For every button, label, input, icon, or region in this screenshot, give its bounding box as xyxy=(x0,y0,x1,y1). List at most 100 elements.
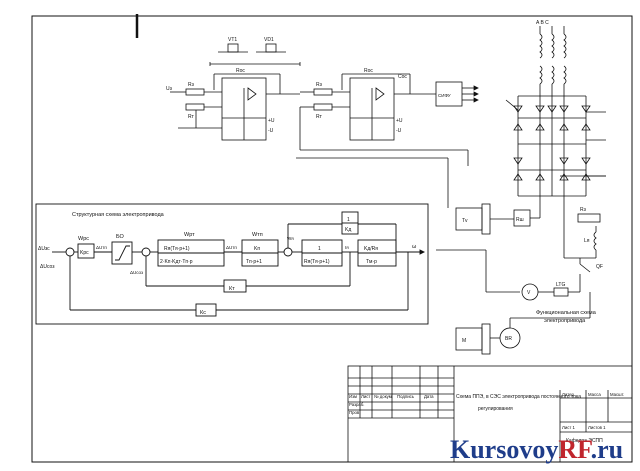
m-label: M xyxy=(462,338,466,344)
roc-label-2: Rос xyxy=(364,68,373,74)
col-date: Дата xyxy=(424,394,434,399)
sum-node-1 xyxy=(65,247,75,257)
col-sign: Подпись xyxy=(397,394,415,399)
wpc-label: Wрс xyxy=(78,236,89,242)
wtp-label: Wтп xyxy=(252,232,263,238)
title-block xyxy=(347,365,633,463)
kt-block xyxy=(223,279,247,293)
coc-label: Сос xyxy=(398,74,407,80)
sum-node-3 xyxy=(283,247,293,257)
br-label: BR xyxy=(505,336,512,342)
resistor-rz-2 xyxy=(313,88,333,96)
kd-den: Kд xyxy=(345,227,351,233)
row-check: Пров. xyxy=(349,410,360,415)
rz-block xyxy=(577,213,601,223)
col-izm: Изм xyxy=(349,394,357,399)
opamp-1 xyxy=(221,77,267,141)
wpt-num: Rя(Tя·p+1) xyxy=(164,246,190,252)
km-text: Kд/Rя xyxy=(364,246,378,252)
col-doc: № докум. xyxy=(374,394,393,399)
dutp-label: ΔUтп xyxy=(226,245,237,250)
sifu-label: СИФУ xyxy=(438,93,451,98)
title-text: Схема ППЭ, в СЭС электропривода постоянн… xyxy=(456,394,581,400)
structure-frame xyxy=(35,203,429,325)
structure-labels: Структурная схема электропривода ΔUзс ΔU… xyxy=(38,212,417,316)
power-labels: A B C Tv Rш Rз Lя QF V LTG M BR Функцион… xyxy=(462,20,603,344)
dupt-label: ΔUтп xyxy=(96,245,107,250)
resistor-rt-2 xyxy=(313,103,333,111)
wpt-den: 2·Kп·Kдт·Tп·p xyxy=(160,259,193,265)
kp-den: Tп·p+1 xyxy=(246,259,262,265)
kpc-block xyxy=(77,243,95,259)
jp-text: Tм·p xyxy=(366,259,377,265)
mass-label: Масса xyxy=(588,392,601,397)
kp-text: Kп xyxy=(254,246,260,252)
kc-block xyxy=(195,303,217,317)
phases-label: A B C xyxy=(536,20,549,26)
sheet-label: Лист 1 xyxy=(562,425,576,430)
power-circuit xyxy=(436,26,606,355)
minus-u-label-2: -U xyxy=(396,128,402,134)
vt1-symbol xyxy=(218,43,248,53)
watermark: KursovoyRF.ru xyxy=(450,435,623,464)
svg-text:KursovoyRF.ru: KursovoyRF.ru xyxy=(450,435,623,464)
tv-label: Tv xyxy=(462,218,468,224)
qf-label: QF xyxy=(596,264,603,270)
row-dev: Разраб. xyxy=(349,402,364,407)
sum-node-2 xyxy=(141,247,151,257)
limiter-block xyxy=(111,241,133,265)
sheet-frame xyxy=(31,14,633,463)
lit-label: Литер xyxy=(562,392,575,397)
la-label: Lя xyxy=(584,238,590,244)
func-caption-1: Функциональная схема xyxy=(536,310,597,316)
kc-text: Кс xyxy=(200,310,206,316)
watermark-main: Kursovoy xyxy=(450,435,558,464)
rh-label: Rш xyxy=(516,217,524,223)
subtitle-text: регулирования xyxy=(478,406,513,412)
uz-label: Uз xyxy=(166,86,173,92)
minus-u-label-1: -U xyxy=(268,128,274,134)
bo-label: БО xyxy=(116,234,125,240)
func-caption-2: электропривода xyxy=(544,318,586,324)
la-inductor xyxy=(593,231,597,251)
kd-num: 1 xyxy=(347,217,350,223)
roc-label-1: Rос xyxy=(236,68,245,74)
resistor-rt-1 xyxy=(185,103,205,111)
wya-den: Rя(Tя·p+1) xyxy=(304,259,330,265)
sheets-label: Листов 1 xyxy=(588,425,606,430)
plus-u-label-1: +U xyxy=(268,118,275,124)
scale-label: Масшт. xyxy=(610,392,624,397)
resistor-rz-1 xyxy=(185,88,205,96)
vd1-label: VD1 xyxy=(264,37,274,43)
wpt-label: Wрт xyxy=(184,232,195,238)
vd1-symbol xyxy=(256,43,286,53)
input-2-label: ΔUсоз xyxy=(40,264,55,270)
watermark-accent: RF xyxy=(558,435,592,464)
opamp-2 xyxy=(349,77,395,141)
rz-label-2: Rз xyxy=(316,82,323,88)
wya-num: 1 xyxy=(318,246,321,252)
rt-label-2: Rт xyxy=(316,114,323,120)
control-circuit-labels: VT1 VD1 Rос Rос Сос Uз Rз Rт Rз Rт СИФУ … xyxy=(166,37,451,134)
omega-label: ω xyxy=(412,244,417,250)
v-label: V xyxy=(527,290,531,296)
structure-caption: Структурная схема электропривода xyxy=(72,212,165,218)
col-list: Лист xyxy=(361,394,370,399)
kt-text: Кт xyxy=(229,286,235,292)
structure-diagram xyxy=(35,203,429,325)
motor-field-block xyxy=(455,327,483,351)
tv-block xyxy=(455,207,483,231)
rt-label-1: Rт xyxy=(188,114,195,120)
ltg-label: LTG xyxy=(556,282,565,288)
org-label: Кафедра ЭСПП xyxy=(566,438,603,444)
input-1-label: ΔUзс xyxy=(38,246,50,252)
iya-sig: Iя xyxy=(345,245,349,250)
thyristors xyxy=(513,105,591,181)
plus-u-label-2: +U xyxy=(396,118,403,124)
wya-sig: Wя xyxy=(287,236,294,241)
watermark-suffix: .ru xyxy=(591,435,624,464)
rz-label-1: Rз xyxy=(188,82,195,88)
input-2b-label: ΔUсоз xyxy=(130,270,143,275)
re-label: Rз xyxy=(580,207,587,213)
title-block-labels: Изм Лист № докум. Подпись Дата Разраб. П… xyxy=(349,392,624,444)
